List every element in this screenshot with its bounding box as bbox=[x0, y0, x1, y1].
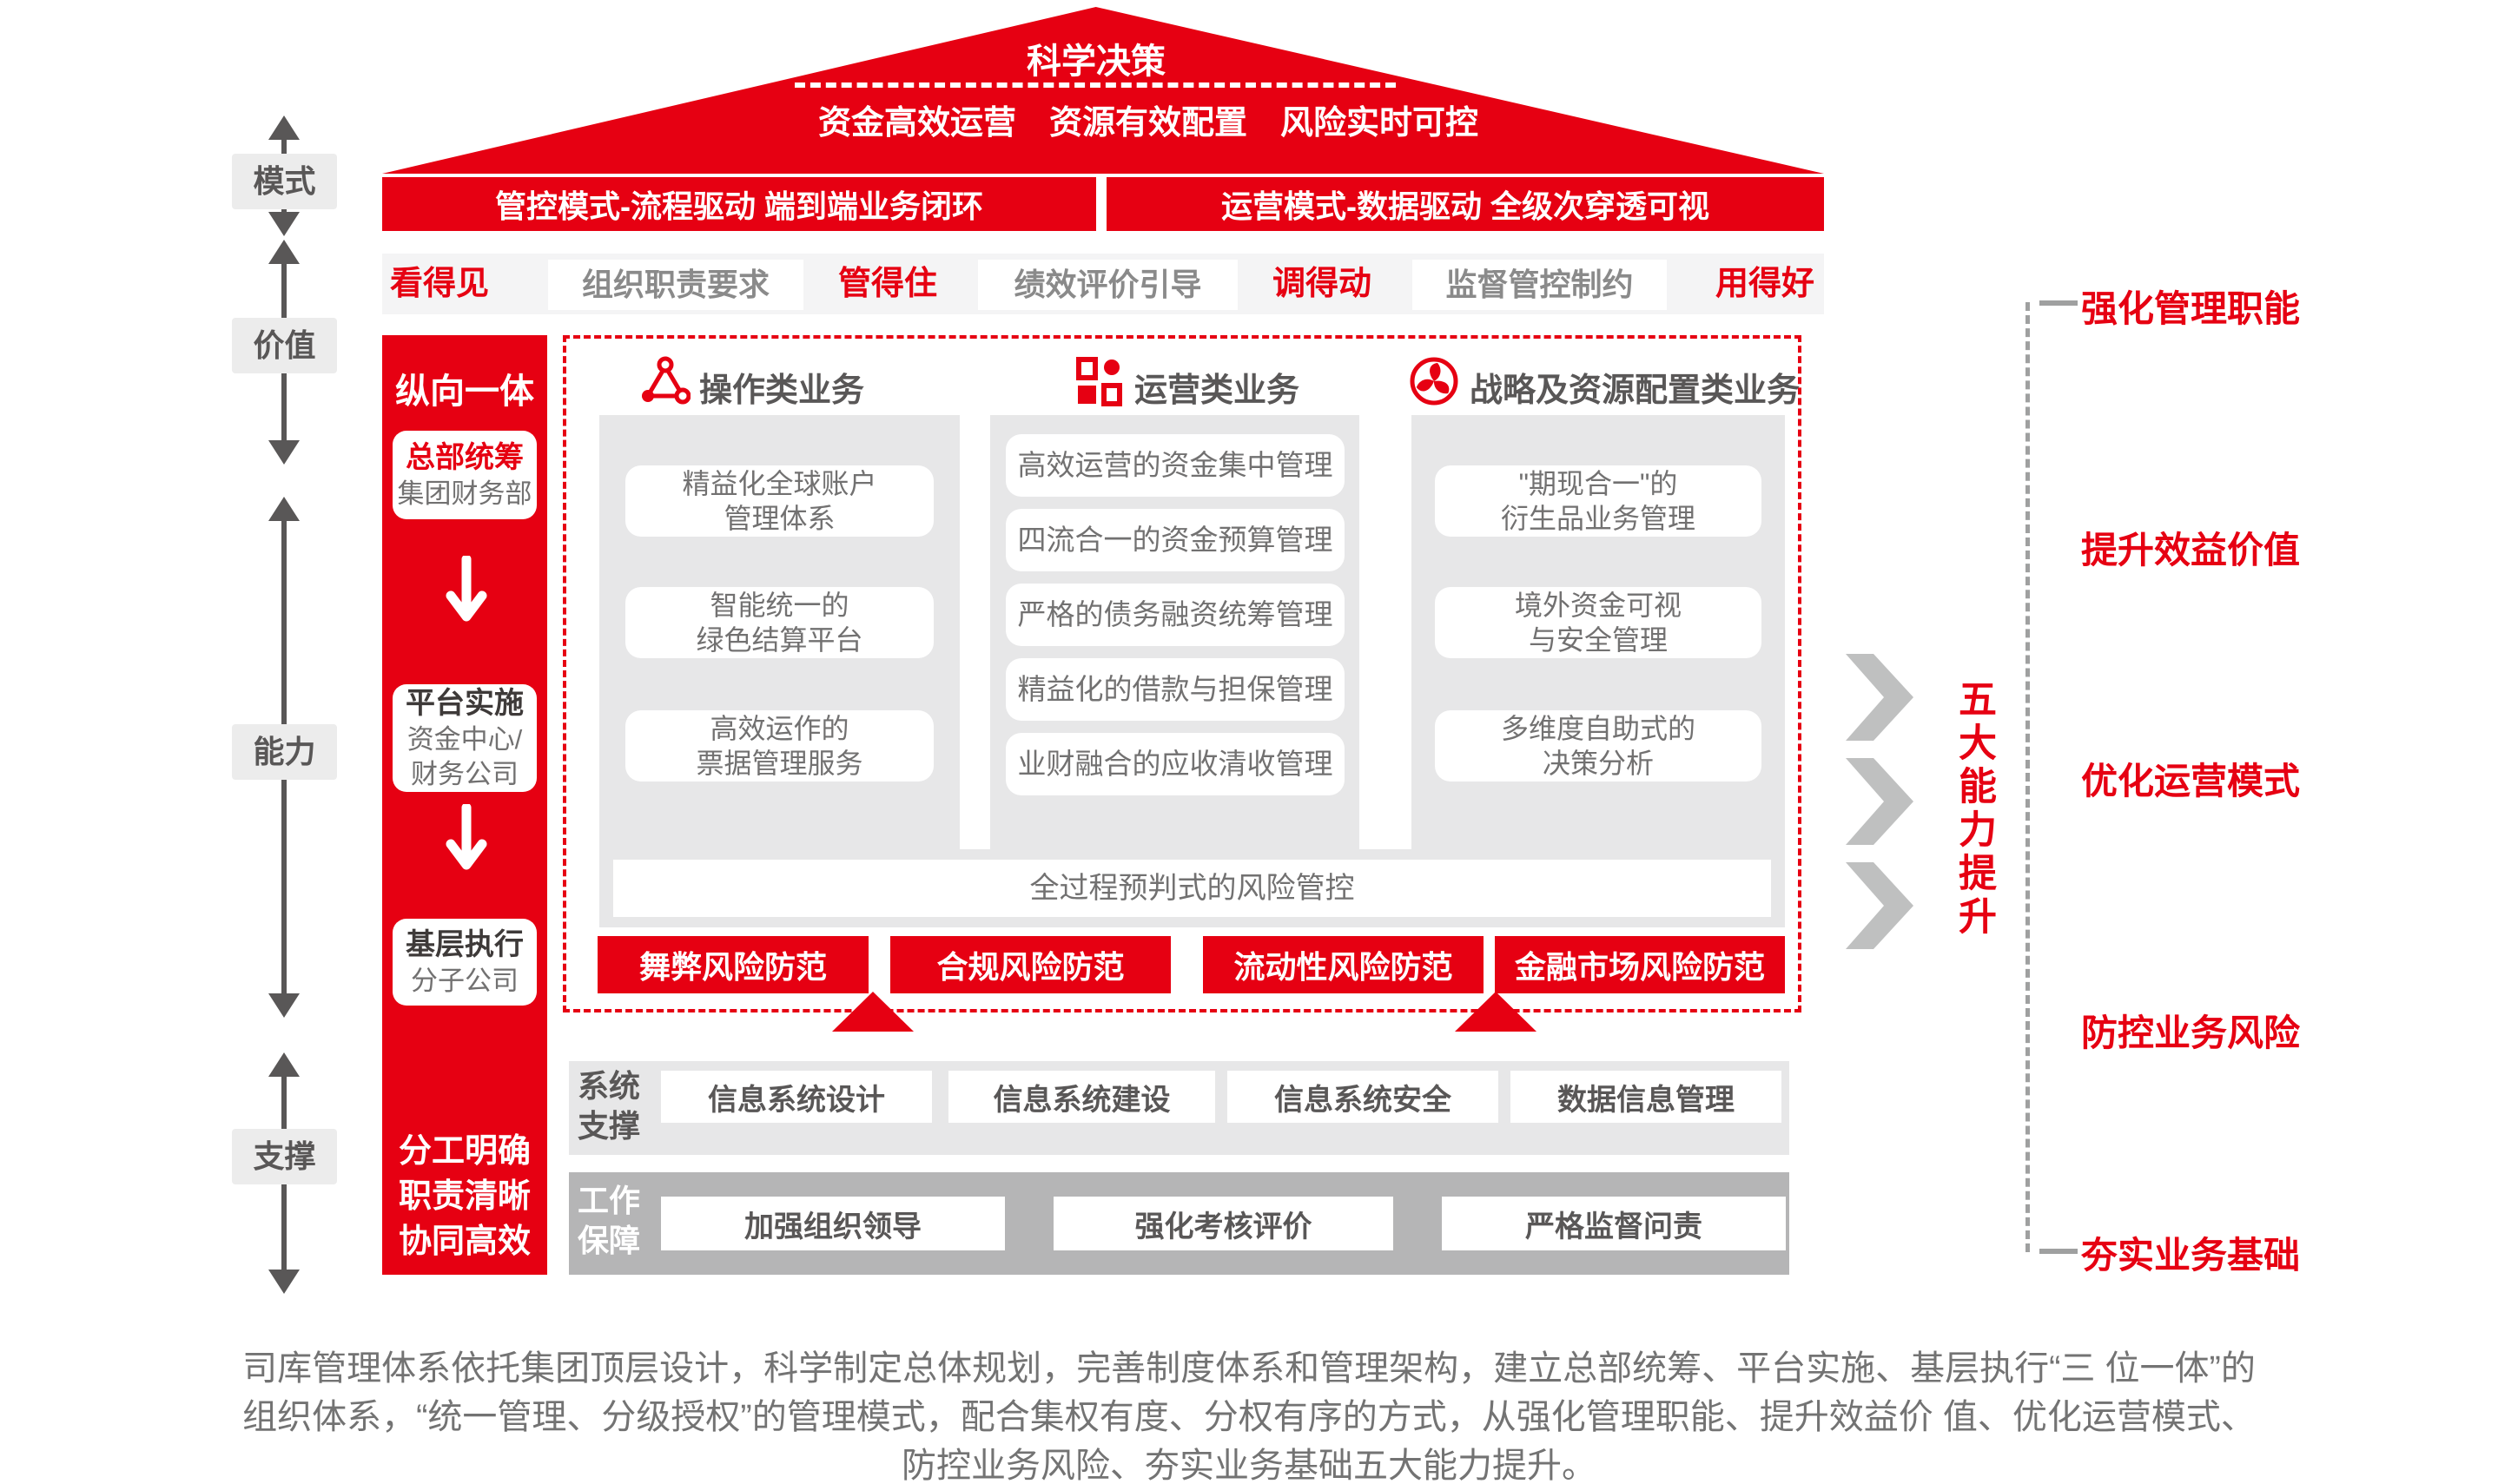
business-column-title: 战略及资源配置类业务 bbox=[1470, 373, 1801, 409]
network-icon bbox=[642, 356, 691, 405]
risk-pointer-triangle bbox=[1455, 992, 1536, 1032]
chevron-right-icon bbox=[1846, 654, 1913, 741]
axis-label-mode: 模式 bbox=[232, 154, 337, 209]
grid-icon bbox=[1076, 357, 1122, 406]
governance-box: 监督管控制约 bbox=[1412, 260, 1667, 310]
right-tick-top bbox=[2039, 300, 2078, 306]
axis-label-capability: 能力 bbox=[232, 724, 337, 780]
business-item: 智能统一的绿色结算平台 bbox=[625, 587, 934, 658]
org-node-name: 总部统筹 bbox=[406, 441, 524, 474]
risk-pointer-triangle bbox=[832, 992, 914, 1032]
governance-box: 组织职责要求 bbox=[548, 260, 803, 310]
business-item: 高效运作的票据管理服务 bbox=[625, 710, 934, 782]
system-support-item: 信息系统建设 bbox=[948, 1071, 1215, 1123]
work-guarantee-item: 加强组织领导 bbox=[661, 1197, 1005, 1250]
axis-label-support: 支撑 bbox=[232, 1129, 337, 1184]
system-support-item: 信息系统设计 bbox=[661, 1071, 932, 1123]
risk-box: 流动性风险防范 bbox=[1203, 936, 1484, 993]
benefit-label: 夯实业务基础 bbox=[2081, 1235, 2301, 1276]
business-item: 高效运营的资金集中管理 bbox=[1006, 434, 1345, 497]
org-node-platform: 平台实施 资金中心/ 财务公司 bbox=[393, 684, 537, 792]
benefit-label: 提升效益价值 bbox=[2081, 530, 2301, 571]
risk-control-bar: 全过程预判式的风险管控 bbox=[613, 860, 1771, 917]
axis-label-value: 价值 bbox=[232, 318, 337, 373]
risk-box: 合规风险防范 bbox=[890, 936, 1171, 993]
org-column-title: 纵向一体 bbox=[395, 373, 534, 411]
business-item: 多维度自助式的决策分析 bbox=[1435, 710, 1761, 782]
benefit-label: 防控业务风险 bbox=[2081, 1012, 2301, 1053]
org-node-name: 平台实施 bbox=[406, 687, 524, 720]
org-node-grassroots: 基层执行 分子公司 bbox=[393, 919, 537, 1006]
business-item: 四流合一的资金预算管理 bbox=[1006, 509, 1345, 571]
org-node-name: 基层执行 bbox=[406, 928, 524, 961]
flower-icon bbox=[1410, 357, 1458, 406]
risk-box: 金融市场风险防范 bbox=[1495, 936, 1785, 993]
org-node-org: 财务公司 bbox=[411, 759, 519, 789]
footer-line: 司库管理体系依托集团顶层设计，科学制定总体规划，完善制度体系和管理架构，建立总部… bbox=[242, 1349, 2256, 1388]
governance-keyword: 看得见 bbox=[389, 266, 489, 302]
org-node-org: 分子公司 bbox=[411, 966, 519, 996]
roof-title: 科学决策 bbox=[1027, 43, 1166, 81]
system-support-item: 数据信息管理 bbox=[1510, 1071, 1781, 1123]
benefit-label: 强化管理职能 bbox=[2081, 288, 2301, 329]
business-item: "期现合一"的衍生品业务管理 bbox=[1435, 465, 1761, 537]
main-dashed-frame bbox=[563, 335, 1801, 1012]
roof-dashed-divider bbox=[795, 82, 1396, 88]
business-column-title: 操作类业务 bbox=[699, 373, 865, 409]
business-column-title: 运营类业务 bbox=[1134, 373, 1300, 409]
business-item: 业财融合的应收清收管理 bbox=[1006, 733, 1345, 795]
governance-keyword: 调得动 bbox=[1272, 266, 1371, 302]
governance-box: 绩效评价引导 bbox=[978, 260, 1238, 310]
business-item: 严格的债务融资统筹管理 bbox=[1006, 584, 1345, 646]
business-item: 精益化全球账户管理体系 bbox=[625, 465, 934, 537]
roof-subtitle: 资金高效运营 资源有效配置 风险实时可控 bbox=[817, 105, 1478, 142]
system-support-item: 信息系统安全 bbox=[1227, 1071, 1498, 1123]
governance-keyword: 用得好 bbox=[1715, 266, 1814, 302]
work-guarantee-item: 严格监督问责 bbox=[1442, 1197, 1786, 1250]
down-arrow-icon bbox=[446, 556, 487, 622]
chevron-right-icon bbox=[1846, 862, 1913, 949]
down-arrow-icon bbox=[446, 804, 487, 870]
business-item: 境外资金可视与安全管理 bbox=[1435, 587, 1761, 658]
footer-line: 组织体系，“统一管理、分级授权”的管理模式，配合集权有度、分权有序的方式，从强化… bbox=[242, 1398, 2256, 1436]
footer-paragraph: 司库管理体系依托集团顶层设计，科学制定总体规划，完善制度体系和管理架构，建立总部… bbox=[0, 1344, 2498, 1484]
mode-bar-operation: 运营模式-数据驱动 全级次穿透可视 bbox=[1107, 177, 1824, 231]
risk-box: 舞弊风险防范 bbox=[598, 936, 869, 993]
org-column-motto: 分工明确 职责清晰 协同高效 bbox=[398, 1133, 531, 1260]
right-tick-bottom bbox=[2039, 1249, 2078, 1254]
mode-bar-control: 管控模式-流程驱动 端到端业务闭环 bbox=[382, 177, 1096, 231]
work-guarantee-item: 强化考核评价 bbox=[1054, 1197, 1393, 1250]
system-support-label: 系统 支撑 bbox=[577, 1068, 640, 1144]
business-item: 精益化的借款与担保管理 bbox=[1006, 658, 1345, 721]
footer-line: 防控业务风险、夯实业务基础五大能力提升。 bbox=[902, 1447, 1596, 1484]
right-dashed-line bbox=[2025, 302, 2030, 1252]
org-node-org: 资金中心/ bbox=[406, 724, 523, 755]
org-node-headquarters: 总部统筹 集团财务部 bbox=[393, 431, 537, 519]
governance-keyword: 管得住 bbox=[837, 266, 937, 302]
org-node-org: 集团财务部 bbox=[397, 478, 532, 509]
chevron-right-icon bbox=[1846, 758, 1913, 845]
work-guarantee-label: 工作 保障 bbox=[577, 1183, 640, 1258]
five-capabilities-vertical-title: 五大能力提升 bbox=[1953, 679, 1995, 940]
roof-shape bbox=[382, 7, 1824, 174]
benefit-label: 优化运营模式 bbox=[2081, 761, 2301, 801]
